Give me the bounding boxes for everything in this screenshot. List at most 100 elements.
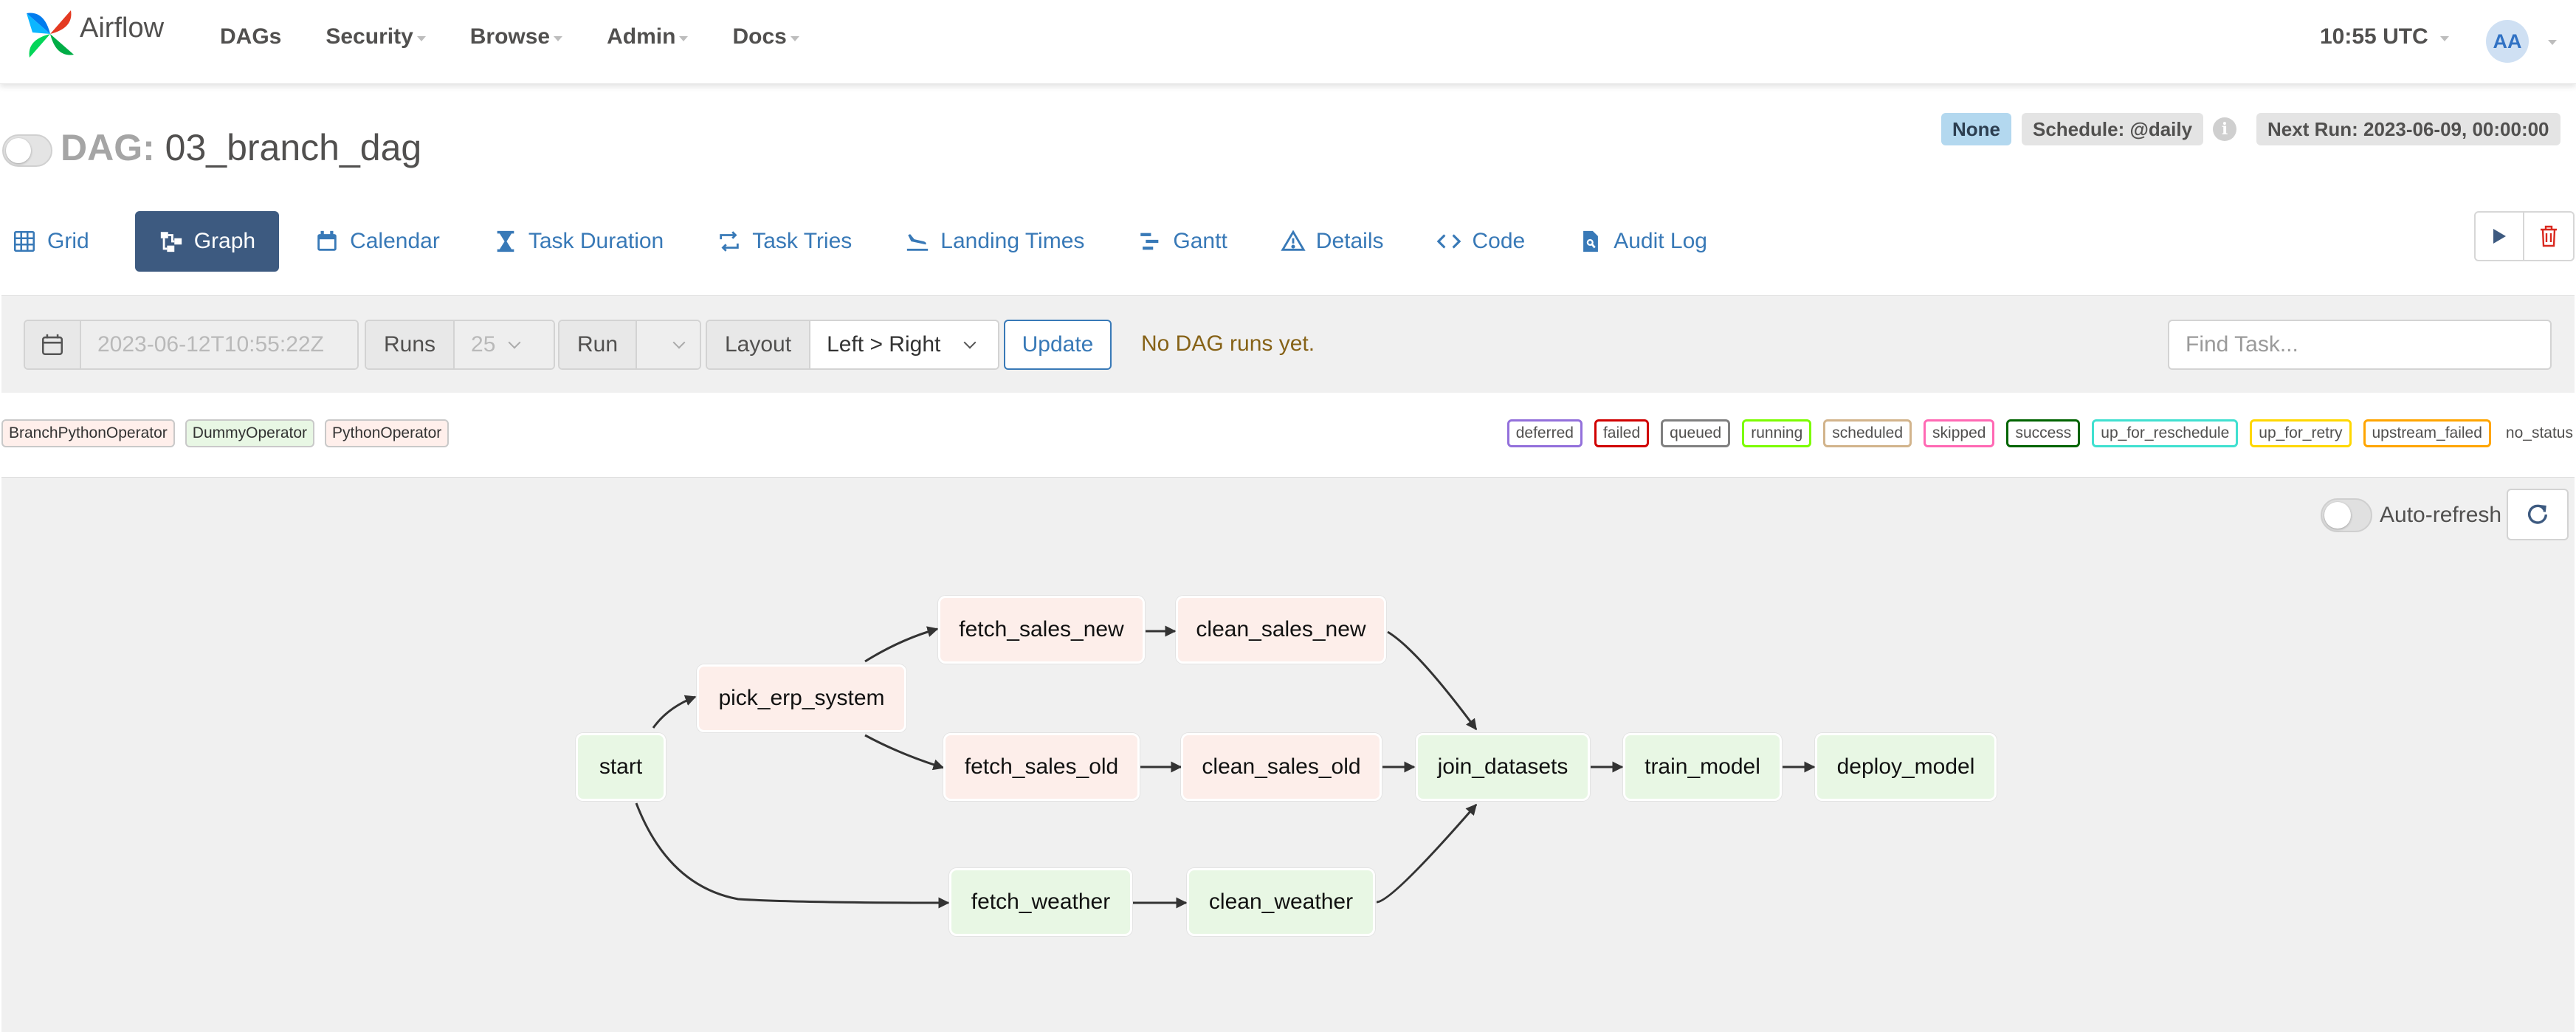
auto-refresh-label: Auto-refresh — [2380, 503, 2502, 527]
calendar-icon — [41, 334, 63, 356]
play-icon — [2493, 229, 2506, 244]
dag-pause-toggle[interactable] — [2, 134, 52, 167]
task-node-clean-sales-old[interactable]: clean_sales_old — [1181, 733, 1382, 801]
state-chip-running[interactable]: running — [1742, 419, 1812, 447]
caret-down-icon — [2439, 35, 2449, 41]
caret-down-icon — [790, 35, 799, 41]
state-chip-success[interactable]: success — [2006, 419, 2081, 447]
tab-code[interactable]: Code — [1425, 211, 1537, 272]
caret-down-icon — [416, 35, 426, 41]
layout-label: Layout — [707, 321, 811, 368]
menu-dags[interactable]: DAGs — [220, 24, 282, 49]
task-node-deploy-model[interactable]: deploy_model — [1815, 733, 1997, 801]
graph-filter-bar: 2023-06-12T10:55:22Z Runs 25 Run Layout … — [1, 295, 2575, 393]
layout-select[interactable]: Left > Right — [810, 321, 998, 368]
tab-task-tries[interactable]: Task Tries — [705, 211, 864, 272]
airflow-logo-icon — [27, 10, 74, 58]
code-icon — [1437, 234, 1461, 249]
graph-icon — [160, 232, 182, 252]
retry-icon — [720, 231, 739, 252]
caret-down-icon — [554, 35, 563, 41]
task-node-pick-erp-system[interactable]: pick_erp_system — [697, 664, 906, 732]
dag-view-tabs: Grid Graph Calendar Task Duration Task T… — [12, 211, 1749, 272]
task-node-train-model[interactable]: train_model — [1623, 733, 1782, 801]
task-node-fetch-sales-new[interactable]: fetch_sales_new — [938, 596, 1145, 664]
base-date-group: 2023-06-12T10:55:22Z — [24, 320, 359, 370]
menu-docs[interactable]: Docs — [732, 24, 799, 49]
task-node-join-datasets[interactable]: join_datasets — [1416, 733, 1590, 801]
brand[interactable]: Airflow — [22, 6, 164, 62]
plane-landing-icon — [907, 234, 929, 251]
top-navbar: Airflow DAGs Security Browse Admin Docs … — [0, 0, 2576, 84]
state-chip-failed[interactable]: failed — [1594, 419, 1650, 447]
operator-chip[interactable]: DummyOperator — [185, 419, 314, 447]
caret-down-icon — [679, 35, 689, 41]
grid-icon — [13, 230, 35, 252]
refresh-icon — [2527, 504, 2548, 524]
auto-refresh-toggle[interactable] — [2321, 498, 2372, 532]
runs-group: Runs 25 — [365, 320, 555, 370]
state-chip-queued[interactable]: queued — [1661, 419, 1731, 447]
tab-gantt[interactable]: Gantt — [1126, 211, 1239, 272]
chevron-down-icon — [672, 336, 686, 349]
info-icon[interactable]: i — [2213, 117, 2236, 141]
run-select[interactable] — [637, 321, 700, 368]
task-node-start[interactable]: start — [576, 733, 666, 801]
state-legend: deferred failed queued running scheduled… — [1495, 419, 2573, 447]
gantt-icon — [1140, 233, 1159, 250]
refresh-button[interactable] — [2507, 489, 2569, 540]
find-task-input[interactable]: Find Task... — [2168, 320, 2552, 370]
operator-chip[interactable]: PythonOperator — [325, 419, 450, 447]
state-chip-scheduled[interactable]: scheduled — [1823, 419, 1912, 447]
run-label: Run — [559, 321, 638, 368]
state-chip-up-for-retry[interactable]: up_for_retry — [2250, 419, 2352, 447]
layout-group: Layout Left > Right — [706, 320, 999, 370]
task-node-fetch-sales-old[interactable]: fetch_sales_old — [943, 733, 1140, 801]
dag-state-badge: None — [1941, 113, 2011, 145]
user-avatar[interactable]: AA — [2486, 20, 2529, 63]
runs-select[interactable]: 25 — [455, 321, 554, 368]
state-chip-upstream-failed[interactable]: upstream_failed — [2363, 419, 2491, 447]
runs-label: Runs — [366, 321, 455, 368]
auto-refresh-control[interactable]: Auto-refresh — [2321, 498, 2501, 532]
tab-task-duration[interactable]: Task Duration — [481, 211, 675, 272]
tab-calendar[interactable]: Calendar — [303, 211, 452, 272]
hourglass-icon — [497, 230, 514, 252]
operator-chip[interactable]: BranchPythonOperator — [1, 419, 175, 447]
calendar-icon — [317, 230, 337, 251]
dag-name: 03_branch_dag — [165, 127, 422, 168]
chevron-down-icon — [508, 336, 521, 349]
state-chip-up-for-reschedule[interactable]: up_for_reschedule — [2092, 419, 2239, 447]
task-node-fetch-weather[interactable]: fetch_weather — [949, 868, 1132, 936]
task-node-clean-weather[interactable]: clean_weather — [1187, 868, 1375, 936]
menu-admin[interactable]: Admin — [607, 24, 689, 49]
trigger-dag-button[interactable] — [2474, 211, 2524, 261]
next-run-badge: Next Run: 2023-06-09, 00:00:00 — [2256, 113, 2560, 145]
tab-graph[interactable]: Graph — [134, 211, 280, 272]
update-button[interactable]: Update — [1004, 320, 1112, 370]
base-date-input[interactable]: 2023-06-12T10:55:22Z — [81, 321, 357, 368]
file-search-icon — [1583, 230, 1599, 252]
trash-icon — [2541, 225, 2557, 247]
dag-actions — [2474, 211, 2575, 261]
schedule-badge: Schedule: @daily — [2022, 113, 2204, 145]
tab-details[interactable]: Details — [1269, 211, 1396, 272]
user-menu-caret-icon[interactable] — [2548, 40, 2557, 45]
tab-audit-log[interactable]: Audit Log — [1566, 211, 1719, 272]
page-title: DAG: 03_branch_dag — [61, 127, 422, 168]
tab-grid[interactable]: Grid — [0, 211, 101, 272]
timezone-dropdown[interactable]: 10:55 UTC — [2320, 24, 2449, 49]
menu-security[interactable]: Security — [326, 24, 426, 49]
state-no-status[interactable]: no_status — [2505, 424, 2573, 441]
state-chip-deferred[interactable]: deferred — [1506, 419, 1583, 447]
menu-browse[interactable]: Browse — [470, 24, 563, 49]
tab-landing-times[interactable]: Landing Times — [893, 211, 1096, 272]
calendar-picker-button[interactable] — [25, 321, 81, 368]
operator-legend: BranchPythonOperator DummyOperator Pytho… — [1, 419, 459, 447]
state-chip-skipped[interactable]: skipped — [1924, 419, 1995, 447]
main-menu: DAGs Security Browse Admin Docs — [220, 24, 844, 49]
status-message: No DAG runs yet. — [1141, 331, 1315, 356]
delete-dag-button[interactable] — [2524, 211, 2575, 261]
chevron-down-icon — [963, 336, 977, 349]
task-node-clean-sales-new[interactable]: clean_sales_new — [1176, 596, 1386, 664]
